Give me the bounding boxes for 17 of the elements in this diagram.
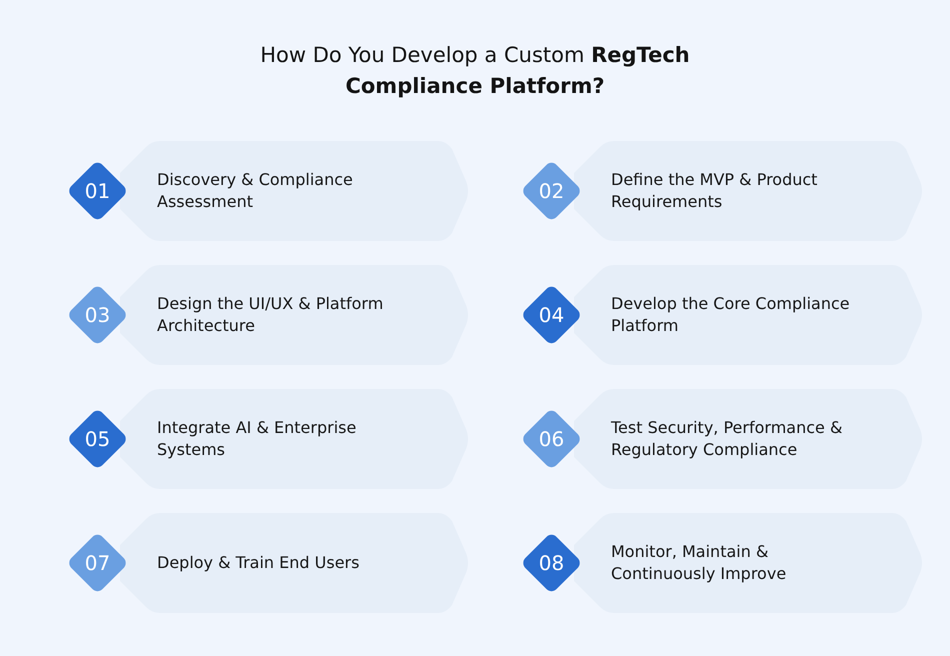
step-title: Integrate AI & Enterprise Systems bbox=[157, 417, 358, 461]
step-number: 06 bbox=[538, 427, 564, 451]
step-number: 05 bbox=[84, 427, 110, 451]
title: How Do You Develop a Custom RegTech Compliance Platform? bbox=[259, 42, 691, 100]
step-number: 07 bbox=[84, 551, 110, 575]
step-number: 01 bbox=[84, 179, 110, 203]
step-title: Discovery & Compliance Assessment bbox=[157, 169, 354, 213]
step-title: Monitor, Maintain & Continuously Improve bbox=[611, 541, 788, 585]
step-title: Define the MVP & Product Requirements bbox=[611, 169, 818, 213]
step-title: Test Security, Performance & Regulatory Compliance bbox=[611, 417, 844, 461]
step-title: Deploy & Train End Users bbox=[157, 552, 360, 574]
step-number: 02 bbox=[538, 179, 564, 203]
step-number: 04 bbox=[538, 303, 564, 327]
step-title: Develop the Core Compliance Platform bbox=[611, 293, 851, 337]
step-number: 03 bbox=[84, 303, 110, 327]
step-number: 08 bbox=[538, 551, 564, 575]
step-title: Design the UI/UX & Platform Architecture bbox=[157, 293, 384, 337]
